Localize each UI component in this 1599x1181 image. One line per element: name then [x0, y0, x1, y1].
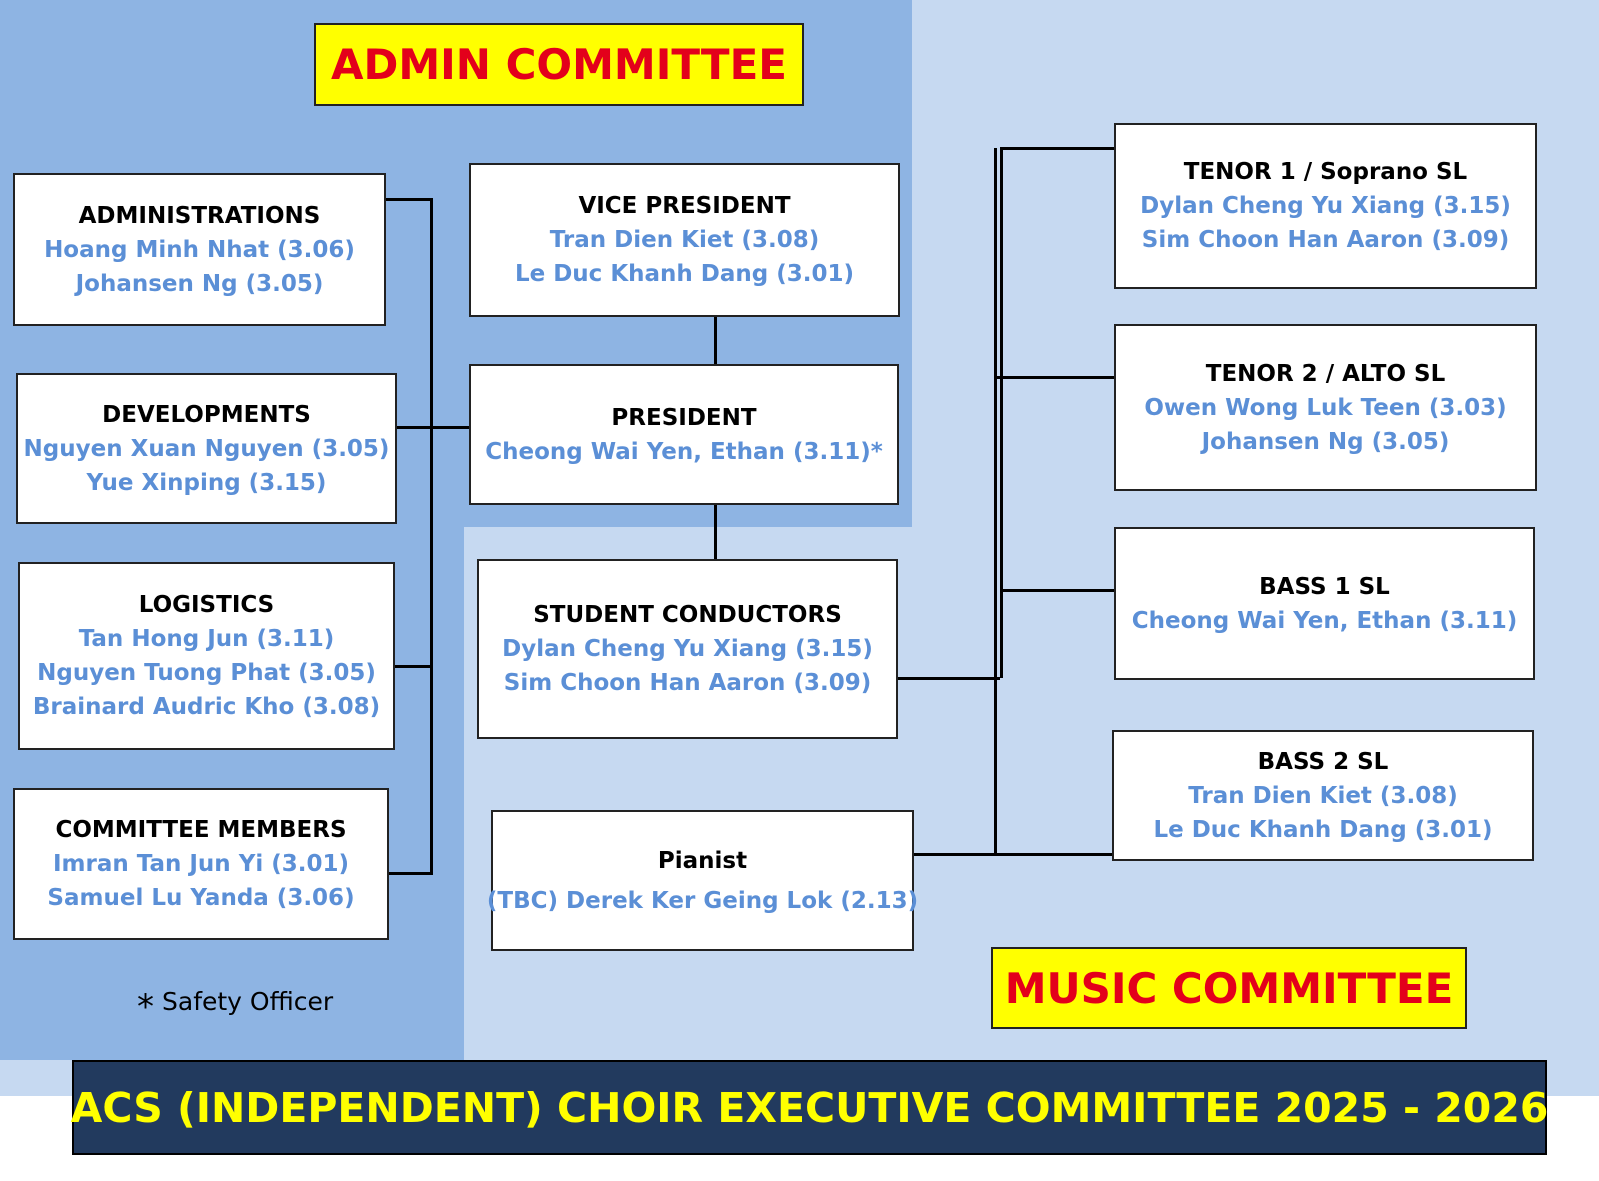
tenor2-box: TENOR 2 / ALTO SL Owen Wong Luk Teen (3.…: [1114, 324, 1537, 491]
tenor2-member: Owen Wong Luk Teen (3.03): [1144, 394, 1507, 421]
connector-bass2: [995, 853, 1112, 856]
administrations-title: ADMINISTRATIONS: [78, 202, 321, 229]
developments-box: DEVELOPMENTS Nguyen Xuan Nguyen (3.05) Y…: [16, 373, 397, 524]
vice-president-box: VICE PRESIDENT Tran Dien Kiet (3.08) Le …: [469, 163, 900, 317]
developments-title: DEVELOPMENTS: [102, 401, 311, 428]
bass2-box: BASS 2 SL Tran Dien Kiet (3.08) Le Duc K…: [1112, 730, 1534, 861]
logistics-box: LOGISTICS Tan Hong Jun (3.11) Nguyen Tuo…: [18, 562, 395, 750]
vice-president-member: Le Duc Khanh Dang (3.01): [514, 261, 855, 287]
connector-conductors: [896, 677, 1000, 680]
connector-tenor2: [995, 376, 1114, 379]
student-conductors-box: STUDENT CONDUCTORS Dylan Cheng Yu Xiang …: [477, 559, 898, 739]
admin-committee-label: ADMIN COMMITTEE: [314, 23, 804, 106]
bass1-box: BASS 1 SL Cheong Wai Yen, Ethan (3.11): [1114, 527, 1535, 680]
president-title: PRESIDENT: [611, 404, 757, 431]
connector-tenor1: [1000, 147, 1114, 150]
connector-logistics: [394, 665, 433, 668]
logistics-member: Tan Hong Jun (3.11): [78, 626, 335, 652]
music-committee-label: MUSIC COMMITTEE: [991, 947, 1467, 1029]
bass1-member: Cheong Wai Yen, Ethan (3.11): [1131, 607, 1518, 634]
connector-bass1: [1000, 589, 1114, 592]
music-vertical-connector: [994, 148, 997, 856]
connector-administrations: [385, 198, 433, 201]
pianist-title: Pianist: [657, 847, 748, 874]
president-box: PRESIDENT Cheong Wai Yen, Ethan (3.11)*: [469, 364, 899, 505]
pianist-member: (TBC) Derek Ker Geing Lok (2.13): [486, 887, 919, 914]
tenor1-member: Dylan Cheng Yu Xiang (3.15): [1140, 193, 1511, 219]
tenor2-member: Johansen Ng (3.05): [1201, 428, 1450, 455]
administrations-member: Hoang Minh Nhat (3.06): [44, 236, 355, 263]
vice-president-title: VICE PRESIDENT: [578, 193, 791, 219]
student-conductors-member: Dylan Cheng Yu Xiang (3.15): [502, 636, 873, 662]
bass2-title: BASS 2 SL: [1257, 748, 1389, 775]
tenor1-box: TENOR 1 / Soprano SL Dylan Cheng Yu Xian…: [1114, 123, 1537, 289]
administrations-box: ADMINISTRATIONS Hoang Minh Nhat (3.06) J…: [13, 173, 386, 326]
committee-members-member: Samuel Lu Yanda (3.06): [47, 885, 355, 911]
bass2-member: Tran Dien Kiet (3.08): [1188, 782, 1458, 809]
connector-president-conductors: [714, 503, 717, 559]
student-conductors-member: Sim Choon Han Aaron (3.09): [503, 670, 872, 696]
tenor2-title: TENOR 2 / ALTO SL: [1205, 360, 1446, 387]
connector-vp-president: [714, 316, 717, 364]
safety-officer-text: Safety Officer: [162, 987, 334, 1016]
developments-member: Nguyen Xuan Nguyen (3.05): [23, 435, 390, 462]
committee-members-member: Imran Tan Jun Yi (3.01): [52, 851, 350, 877]
vice-president-member: Tran Dien Kiet (3.08): [549, 227, 820, 253]
developments-member: Yue Xinping (3.15): [86, 469, 327, 496]
safety-officer-note: * Safety Officer: [137, 987, 333, 1027]
footer-banner: ACS (INDEPENDENT) CHOIR EXECUTIVE COMMIT…: [71, 1060, 1548, 1155]
asterisk: *: [137, 987, 154, 1027]
music-vertical-connector-jog: [1000, 148, 1003, 678]
administrations-member: Johansen Ng (3.05): [75, 270, 324, 297]
tenor1-title: TENOR 1 / Soprano SL: [1183, 159, 1468, 185]
logistics-member: Brainard Audric Kho (3.08): [32, 694, 381, 720]
bass1-title: BASS 1 SL: [1259, 573, 1390, 600]
admin-vertical-connector: [430, 198, 433, 874]
pianist-box: Pianist (TBC) Derek Ker Geing Lok (2.13): [487, 810, 918, 951]
committee-members-box: COMMITTEE MEMBERS Imran Tan Jun Yi (3.01…: [13, 788, 389, 940]
tenor1-member: Sim Choon Han Aaron (3.09): [1141, 227, 1510, 253]
connector-developments: [396, 426, 470, 429]
connector-committee-members: [388, 872, 433, 875]
logistics-member: Nguyen Tuong Phat (3.05): [37, 660, 376, 686]
connector-pianist: [912, 853, 998, 856]
student-conductors-title: STUDENT CONDUCTORS: [533, 602, 842, 628]
president-member: Cheong Wai Yen, Ethan (3.11)*: [485, 438, 883, 465]
logistics-title: LOGISTICS: [138, 592, 275, 618]
committee-members-title: COMMITTEE MEMBERS: [55, 817, 347, 843]
bass2-member: Le Duc Khanh Dang (3.01): [1153, 816, 1493, 843]
